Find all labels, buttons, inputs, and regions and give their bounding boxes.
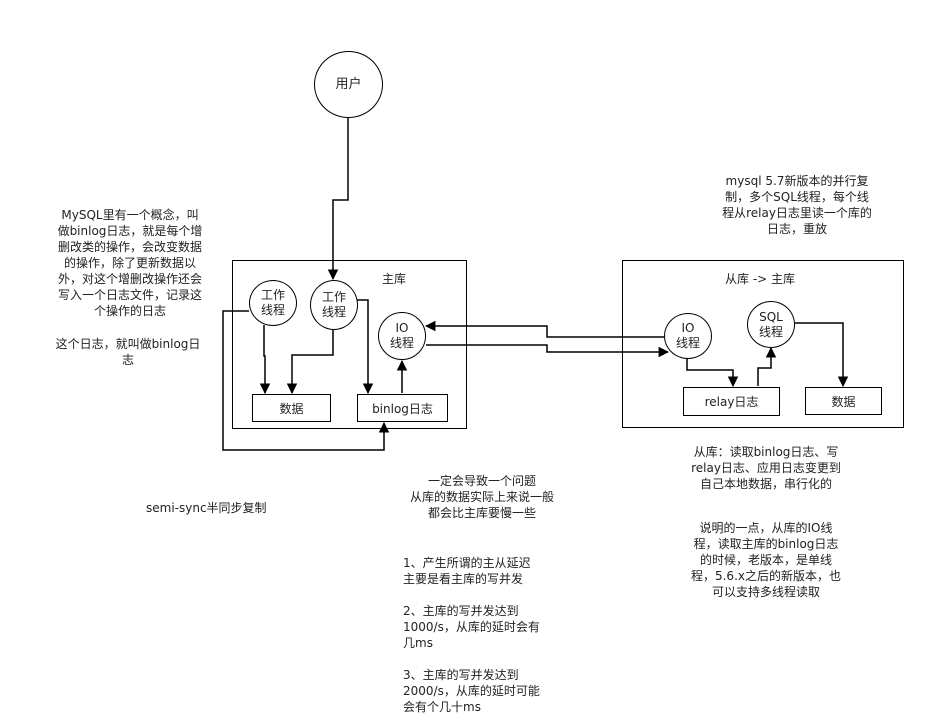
sql-thread: SQL 线程 — [747, 301, 795, 348]
arrow-slave-io-to-relay — [686, 358, 739, 388]
arrow-relay-to-sql — [757, 346, 777, 386]
arrow-semisync-loop — [222, 310, 390, 451]
master-io-thread: IO 线程 — [378, 312, 426, 360]
arrow-master-io-to-slave-io — [426, 344, 670, 358]
slave-io-thread: IO 线程 — [664, 313, 712, 359]
slave-frame — [622, 260, 904, 428]
note-io-thread: 说明的一点，从库的IO线 程，读取主库的binlog日志 的时候，老版本，是单线… — [690, 521, 841, 599]
arrow-slave-io-to-master-io — [424, 320, 666, 338]
slave-data-box: 数据 — [805, 387, 882, 415]
slave-title: 从库 -> 主库 — [725, 272, 796, 286]
user-label: 用户 — [335, 77, 362, 92]
arrow-worker2-to-binlog — [355, 299, 374, 395]
note-binlog-name: 这个日志，就叫做binlog日 志 — [55, 337, 201, 367]
arrow-worker2-to-data — [286, 330, 334, 395]
arrow-sql-to-data — [795, 322, 849, 388]
arrow-worker1-to-data — [259, 325, 271, 395]
binlog-box: binlog日志 — [357, 394, 448, 422]
note-mysql57: mysql 5.7新版本的并行复 制，多个SQL线程，每个线 程从relay日志… — [722, 174, 872, 236]
master-frame — [232, 260, 467, 429]
master-data-box: 数据 — [252, 394, 331, 422]
note-semi-sync: semi-sync半同步复制 — [146, 501, 267, 515]
relay-box: relay日志 — [683, 387, 780, 416]
master-title: 主库 — [382, 272, 407, 286]
worker-thread-2: 工作 线程 — [310, 280, 358, 330]
user-node: 用户 — [314, 51, 383, 118]
note-slave-process: 从库：读取binlog日志、写 relay日志、应用日志变更到 自己本地数据，串… — [691, 445, 841, 491]
note-binlog-concept: MySQL里有一个概念，叫 做binlog日志，就是每个增 删改类的操作，会改变… — [57, 208, 203, 318]
arrow-user-to-worker — [327, 118, 349, 281]
note-problem: 一定会导致一个问题 从库的数据实际上来说一般 都会比主库要慢一些 — [409, 474, 554, 520]
note-delay-points: 1、产生所谓的主从延迟 主要是看主库的写并发 2、主库的写并发达到 1000/s… — [403, 556, 540, 714]
worker-thread-1: 工作 线程 — [249, 280, 297, 326]
